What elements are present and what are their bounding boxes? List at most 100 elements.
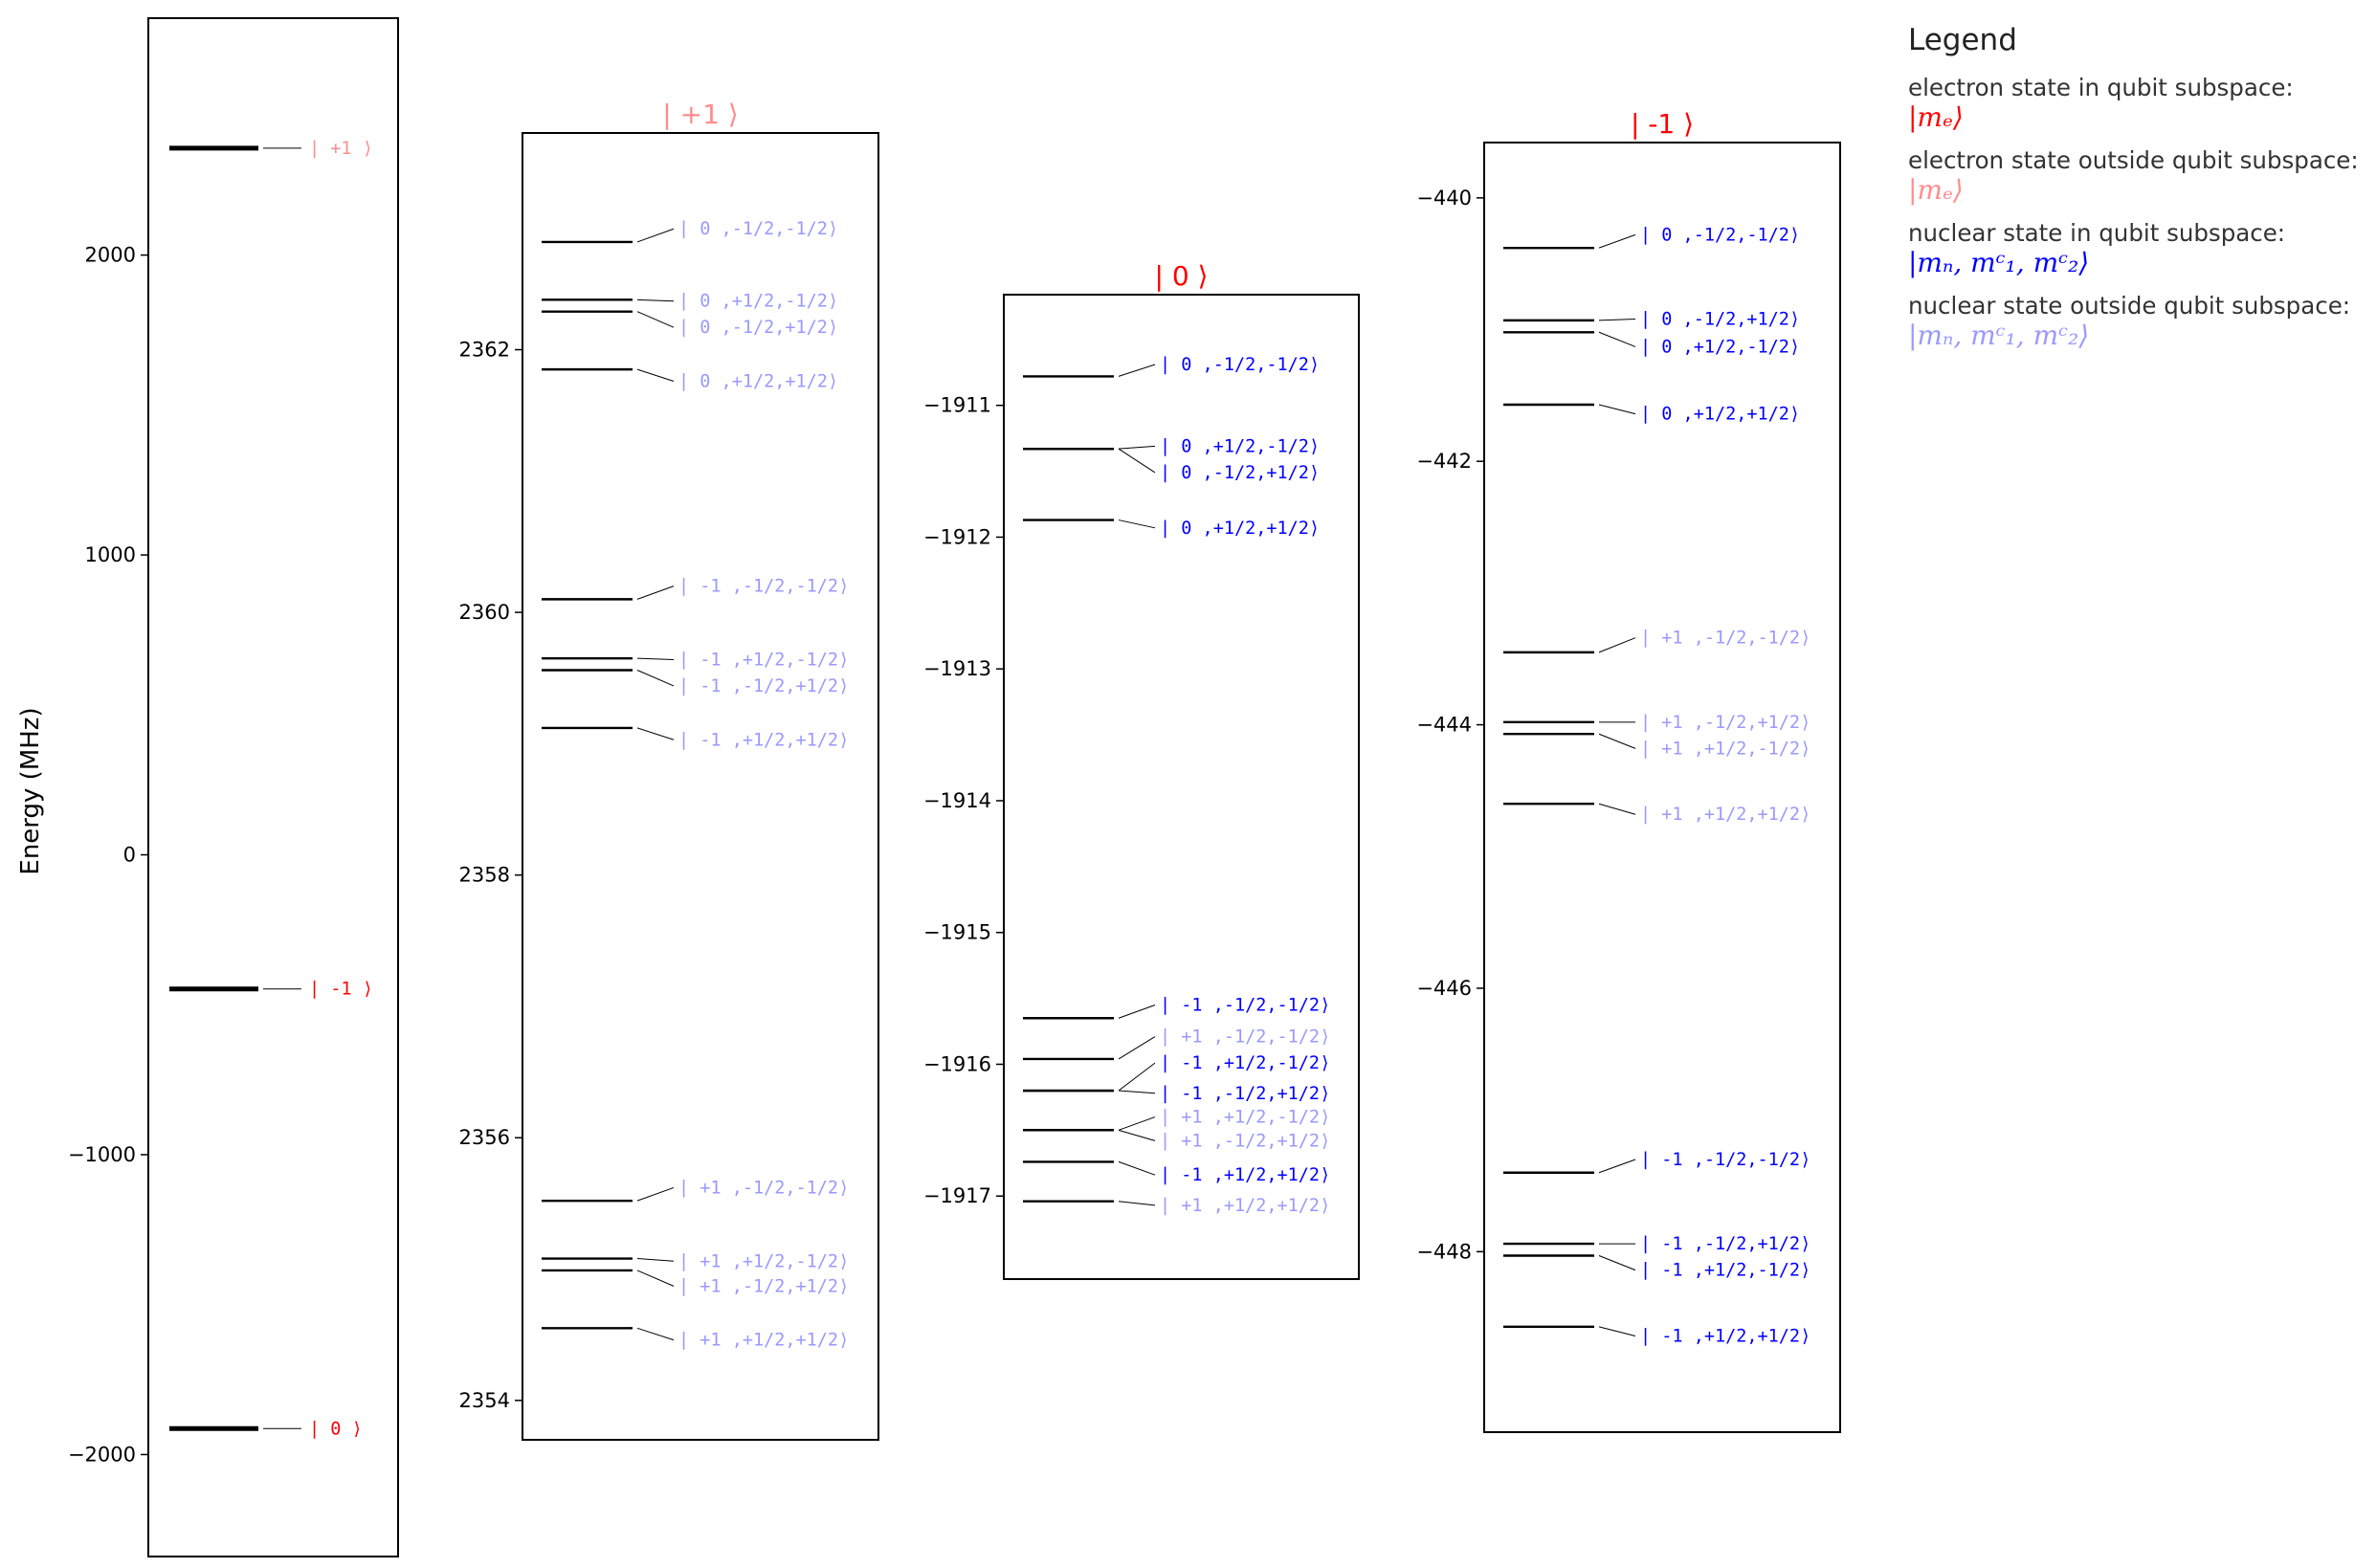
y-tick-label: −1917 [923, 1184, 991, 1207]
legend-entry-symbol: |mₑ⟩ [1908, 101, 1964, 133]
label-connector [1598, 733, 1636, 749]
y-axis-label: Energy (MHz) [16, 707, 45, 874]
label-connector [1598, 404, 1636, 415]
state-label: | +1 ,-1/2,-1/2⟩ [1160, 1027, 1330, 1048]
state-label: | 0 ,+1/2,+1/2⟩ [678, 371, 838, 391]
label-connector [1118, 448, 1156, 474]
state-label: | 0 ,-1/2,-1/2⟩ [1640, 225, 1800, 245]
state-label: | +1 ,-1/2,+1/2⟩ [678, 1276, 849, 1296]
label-connector [1598, 1326, 1636, 1336]
panel-frame [1003, 294, 1360, 1280]
y-tick-label: −1911 [923, 394, 991, 417]
y-tick-label: 1000 [85, 543, 136, 566]
legend-title: Legend [1908, 23, 2017, 57]
y-tick-label: −1912 [923, 525, 991, 548]
y-tick-label: 2354 [459, 1389, 510, 1412]
state-label: | +1 ,+1/2,-1/2⟩ [1640, 739, 1811, 759]
y-tick-label: −448 [1416, 1240, 1472, 1263]
state-label: | -1 ,-1/2,+1/2⟩ [1640, 1234, 1811, 1254]
label-connector [1118, 1090, 1156, 1094]
state-label: | -1 ,+1/2,-1/2⟩ [678, 651, 849, 671]
label-connector [636, 585, 675, 600]
legend-entry-text: electron state outside qubit subspace: [1908, 146, 2359, 174]
legend-entry-text: electron state in qubit subspace: [1908, 74, 2294, 101]
state-label: | +1 ,+1/2,+1/2⟩ [1160, 1196, 1330, 1216]
state-label: | 0 ,+1/2,+1/2⟩ [1640, 405, 1800, 425]
legend-entry-symbol: |mₙ, mᶜ₁, mᶜ₂⟩ [1908, 247, 2089, 278]
state-label: | -1 ,-1/2,+1/2⟩ [678, 676, 849, 696]
label-connector [636, 1258, 675, 1262]
label-connector [1118, 1129, 1156, 1141]
label-connector [1118, 1036, 1156, 1060]
state-label: | -1 ,-1/2,-1/2⟩ [678, 577, 849, 597]
state-label: | 0 ,+1/2,-1/2⟩ [1640, 337, 1800, 357]
state-label: | 0 ,-1/2,+1/2⟩ [1640, 310, 1800, 330]
label-connector [1598, 803, 1636, 815]
state-label: | -1 ,-1/2,-1/2⟩ [1640, 1150, 1811, 1170]
y-tick-label: −444 [1416, 714, 1472, 737]
state-label: | -1 ,+1/2,+1/2⟩ [678, 730, 849, 750]
legend-entry-symbol: |mₙ, mᶜ₁, mᶜ₂⟩ [1908, 320, 2089, 351]
state-label: | 0 ,+1/2,-1/2⟩ [678, 292, 838, 312]
panel-ms-plus1: 2354 2356 2358 2360 2362 | +1 ⟩ | 0 ,-1/2,-1/2… [459, 99, 879, 1441]
state-label: | 0 ,-1/2,+1/2⟩ [1160, 463, 1320, 483]
label-connector [1118, 1116, 1156, 1131]
label-connector [1598, 637, 1636, 653]
label-connector [1598, 1159, 1636, 1174]
panel-frame [1483, 142, 1841, 1433]
legend: Legend electron state in qubit subspace:… [1908, 23, 2359, 351]
y-tick-label: −446 [1416, 977, 1472, 1000]
y-tick-label: −2000 [68, 1443, 136, 1466]
label-connector [636, 368, 675, 382]
label-connector [1118, 1062, 1156, 1092]
legend-entries: electron state in qubit subspace:|mₑ⟩ele… [1908, 74, 2359, 351]
label-connector [1598, 233, 1636, 249]
state-label: | 0 ,-1/2,+1/2⟩ [678, 318, 838, 338]
state-label: | 0 ,-1/2,-1/2⟩ [678, 219, 838, 239]
label-connector [1118, 519, 1156, 529]
label-connector [636, 298, 675, 302]
label-connector [636, 311, 675, 328]
y-tick-label: 2362 [459, 339, 510, 362]
state-label: | -1 ,+1/2,-1/2⟩ [1160, 1053, 1330, 1073]
legend-entry-text: nuclear state in qubit subspace: [1908, 219, 2285, 247]
y-tick-label: 2358 [459, 864, 510, 887]
label-connector [1118, 1005, 1156, 1019]
label-connector [636, 1270, 675, 1287]
legend-entry-text: nuclear state outside qubit subspace: [1908, 292, 2350, 320]
state-label: | -1 ,+1/2,-1/2⟩ [1640, 1261, 1811, 1281]
panel-frame [147, 17, 399, 1557]
state-label: | 0 ,+1/2,-1/2⟩ [1160, 436, 1320, 456]
label-connector [636, 727, 675, 740]
state-label: | -1 ,+1/2,+1/2⟩ [1160, 1165, 1330, 1185]
state-label: | 0 ⟩ [309, 1419, 363, 1439]
label-connector [1118, 1201, 1156, 1206]
state-label: | 0 ,+1/2,+1/2⟩ [1160, 519, 1320, 539]
y-tick-label: 2360 [459, 601, 510, 624]
state-label: | 0 ,-1/2,-1/2⟩ [1160, 355, 1320, 375]
state-label: | +1 ,+1/2,+1/2⟩ [1640, 805, 1811, 825]
state-label: | -1 ,+1/2,+1/2⟩ [1640, 1326, 1811, 1346]
y-tick-label: −1000 [68, 1143, 136, 1166]
state-label: | +1 ,-1/2,+1/2⟩ [1640, 713, 1811, 733]
panel-ms-minus1: −440−442−444−446−448| -1 ⟩| 0 ,-1/2,-1/2… [1416, 108, 1841, 1433]
panel-title: | -1 ⟩ [1631, 108, 1694, 140]
y-tick-label: 2356 [459, 1126, 510, 1149]
state-label: | +1 ,-1/2,-1/2⟩ [1640, 629, 1811, 649]
y-tick-label: −1916 [923, 1052, 991, 1075]
y-tick-label: −440 [1416, 187, 1472, 210]
panel-ms-0: −1911−1912−1913−1914−1915−1916−1917| 0 ⟩… [923, 260, 1360, 1280]
label-connector [1118, 1160, 1156, 1176]
state-label: | +1 ,+1/2,-1/2⟩ [1160, 1108, 1330, 1128]
state-label: | +1 ,-1/2,+1/2⟩ [1160, 1131, 1330, 1151]
state-label: | -1 ⟩ [309, 980, 373, 1000]
legend-entry-symbol: |mₑ⟩ [1908, 174, 1964, 206]
label-connector [636, 670, 675, 687]
state-label: | -1 ,-1/2,-1/2⟩ [1160, 995, 1330, 1015]
y-tick-label: 0 [123, 844, 136, 867]
label-connector [1118, 445, 1156, 450]
y-tick-label: −1913 [923, 657, 991, 680]
panel-title: | +1 ⟩ [662, 99, 738, 130]
